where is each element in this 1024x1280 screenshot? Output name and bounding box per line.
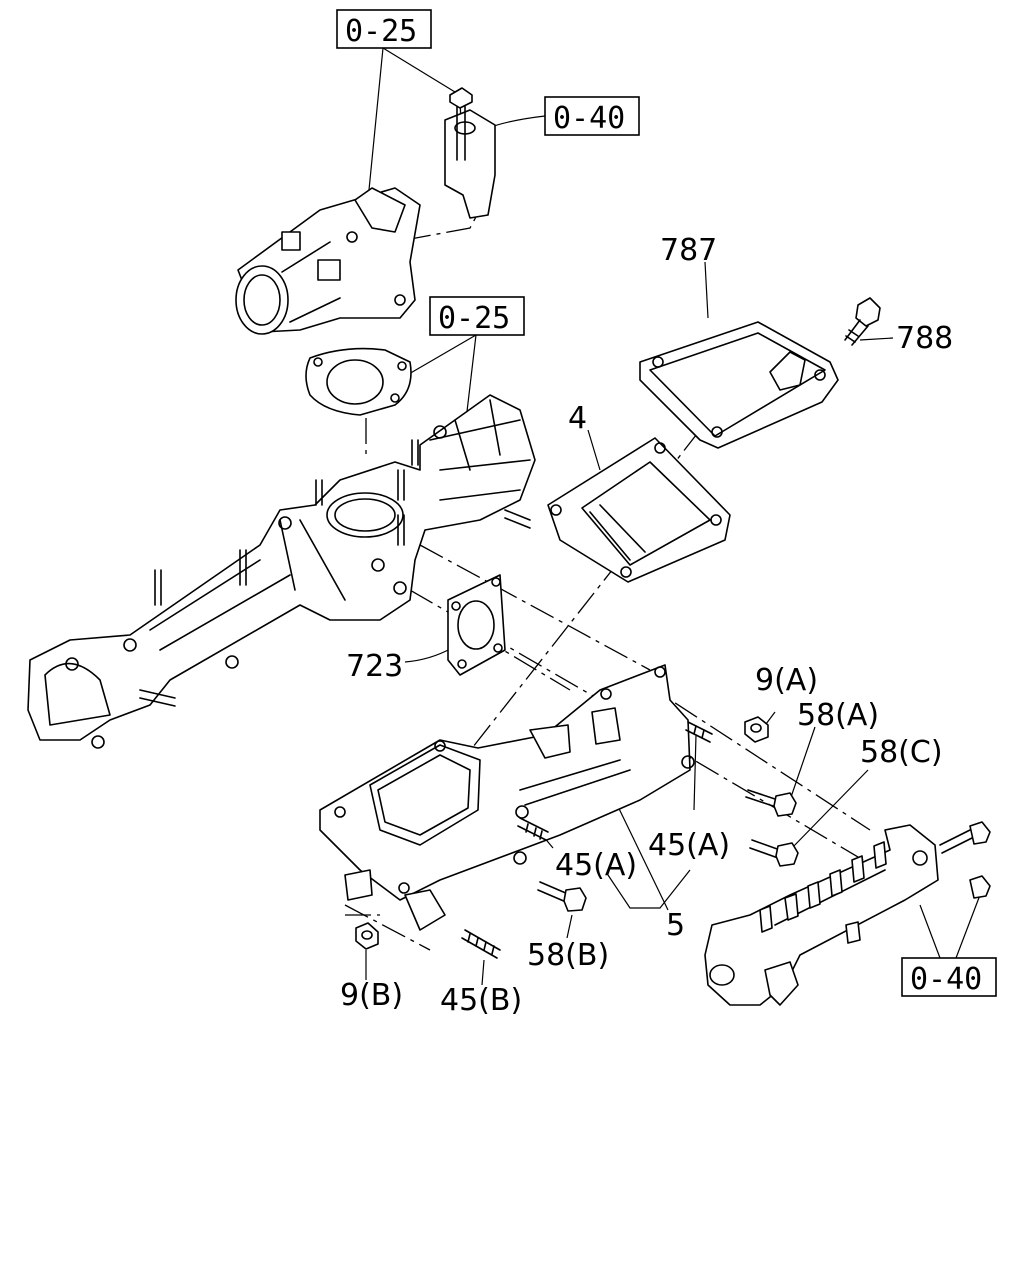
bolt-58b: [537, 881, 587, 912]
intake-manifold: [27, 394, 536, 749]
label-788: 788: [896, 321, 953, 356]
label-4: 4: [568, 401, 587, 436]
ref-box-rail-0-40[interactable]: 0-40: [901, 957, 997, 997]
cover-plate-787: [639, 321, 839, 449]
ref-label-rail: 0-40: [910, 962, 982, 997]
label-45a-left: 45(A): [555, 848, 637, 883]
label-787: 787: [660, 233, 717, 268]
throttle-bracket: [444, 87, 496, 219]
part-labels: 787 788 4 723 9(A) 58(A) 58(C) 45(A) 45(…: [340, 233, 953, 1018]
label-45b: 45(B): [440, 983, 522, 1018]
fuel-rail: [704, 821, 991, 1006]
ref-box-throttle-bracket-0-40[interactable]: 0-40: [544, 96, 640, 136]
bolt-58a: [745, 789, 797, 817]
label-58a: 58(A): [797, 698, 879, 733]
ref-label-middle: 0-25: [438, 301, 510, 336]
plenum-housing-5: [319, 664, 695, 931]
stud-45a-right: [685, 721, 713, 743]
label-58b: 58(B): [527, 938, 609, 973]
stud-45b: [461, 929, 501, 959]
ref-label-top: 0-25: [345, 14, 417, 49]
label-723: 723: [346, 649, 403, 684]
bolt-788: [844, 297, 881, 346]
gasket-723: [447, 574, 506, 676]
stud-45a-left: [517, 817, 549, 841]
ref-box-middle-0-25[interactable]: 0-25: [429, 296, 525, 336]
label-58c: 58(C): [860, 735, 943, 770]
label-45a-right: 45(A): [648, 828, 730, 863]
label-5: 5: [666, 908, 685, 943]
gasket-4: [547, 437, 731, 583]
nut-9b: [355, 922, 379, 950]
bolt-58c: [749, 839, 799, 867]
throttle-gasket: [305, 347, 412, 416]
label-9b: 9(B): [340, 978, 403, 1013]
leader-lines: [365, 47, 981, 986]
nut-9a: [744, 716, 769, 743]
label-9a: 9(A): [755, 663, 818, 698]
throttle-body: [235, 187, 421, 335]
ref-box-top-0-25[interactable]: 0-25: [336, 9, 432, 49]
ref-label-throttle-bracket: 0-40: [553, 101, 625, 136]
